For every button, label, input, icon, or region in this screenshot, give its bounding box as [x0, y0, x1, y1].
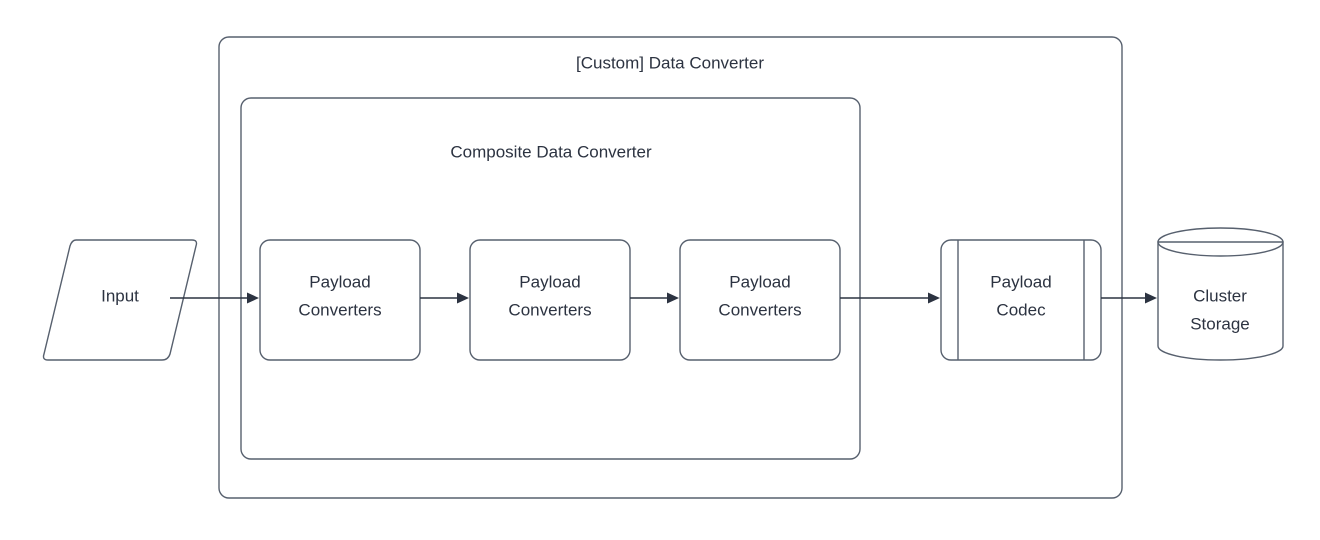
cluster-storage-body[interactable] — [1157, 241, 1284, 361]
node-input[interactable]: Input — [42, 239, 198, 361]
arrow-head-icon — [928, 292, 940, 304]
payload-codec-box[interactable] — [940, 239, 1102, 361]
arrow-head-icon — [457, 292, 469, 304]
payload-codec-label-line1: Payload — [990, 272, 1051, 291]
node-payload-converters-3[interactable]: Payload Converters — [679, 239, 841, 361]
node-payload-converters-2[interactable]: Payload Converters — [469, 239, 631, 361]
payload-converters-3-label-line2: Converters — [718, 300, 801, 319]
cluster-storage-label-line1: Cluster — [1193, 286, 1247, 305]
payload-converters-2-box[interactable] — [469, 239, 631, 361]
connector-payload-converters-1-to-2 — [420, 292, 469, 304]
composite-data-converter-box[interactable] — [240, 97, 861, 460]
payload-converters-3-box[interactable] — [679, 239, 841, 361]
payload-converters-1-label-line1: Payload — [309, 272, 370, 291]
arrow-head-icon — [667, 292, 679, 304]
node-cluster-storage[interactable]: Cluster Storage — [1157, 227, 1284, 361]
payload-converters-3-label-line1: Payload — [729, 272, 790, 291]
connector-input-to-payload-converters-1 — [170, 292, 259, 304]
node-payload-codec[interactable]: Payload Codec — [940, 239, 1102, 361]
input-parallelogram[interactable] — [42, 239, 198, 361]
cluster-storage-label-line2: Storage — [1190, 314, 1250, 333]
composite-data-converter-title: Composite Data Converter — [450, 142, 652, 161]
payload-codec-label-line2: Codec — [996, 300, 1046, 319]
input-label: Input — [101, 286, 139, 305]
payload-converters-1-box[interactable] — [259, 239, 421, 361]
payload-converters-2-label-line1: Payload — [519, 272, 580, 291]
node-payload-converters-1[interactable]: Payload Converters — [259, 239, 421, 361]
arrow-head-icon — [1145, 292, 1157, 304]
connector-payload-codec-to-cluster-storage — [1101, 292, 1157, 304]
cluster-storage-top-ellipse — [1157, 227, 1284, 257]
payload-converters-1-label-line2: Converters — [298, 300, 381, 319]
connector-payload-converters-3-to-payload-codec — [840, 292, 940, 304]
container-composite-data-converter[interactable]: Composite Data Converter — [240, 97, 861, 460]
payload-converters-2-label-line2: Converters — [508, 300, 591, 319]
arrow-head-icon — [247, 292, 259, 304]
connector-payload-converters-2-to-3 — [630, 292, 679, 304]
custom-data-converter-title: [Custom] Data Converter — [576, 53, 764, 72]
